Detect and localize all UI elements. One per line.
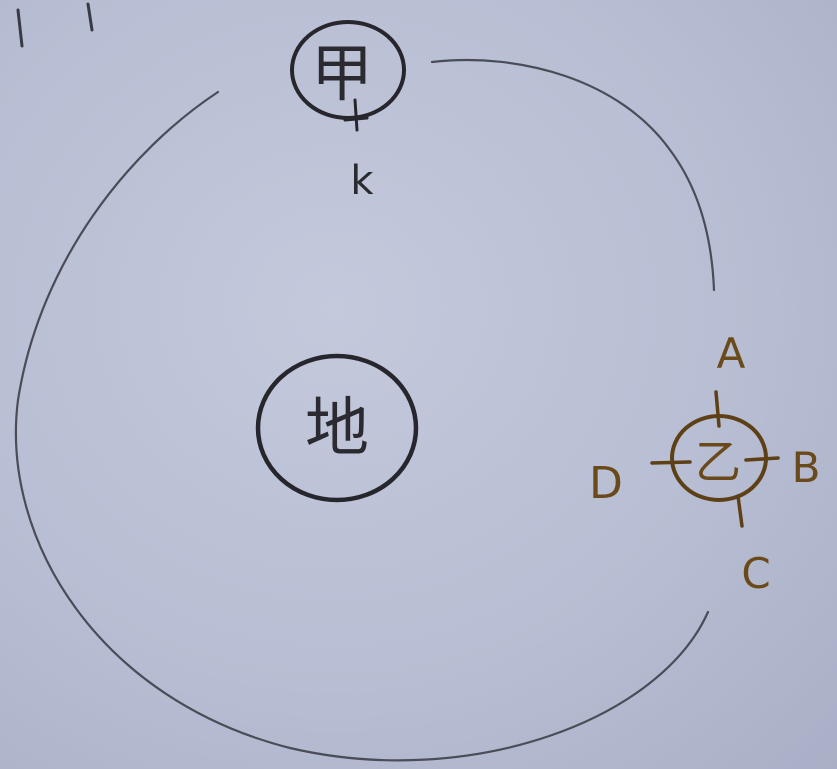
earth: 地 <box>258 356 416 500</box>
point-k-label: k <box>350 158 374 204</box>
point-a-label: A <box>717 329 746 378</box>
point-b-label: B <box>792 443 821 492</box>
stray-marks <box>18 4 92 46</box>
satellite-yi: 乙 A B C D <box>589 329 820 598</box>
earth-label: 地 <box>305 392 369 466</box>
satellite-yi-label: 乙 <box>695 435 741 489</box>
point-c-label: C <box>741 549 770 598</box>
point-d-label: D <box>589 458 623 509</box>
satellite-jia-label: 甲 <box>311 37 373 110</box>
satellite-jia: 甲 k <box>292 22 404 204</box>
